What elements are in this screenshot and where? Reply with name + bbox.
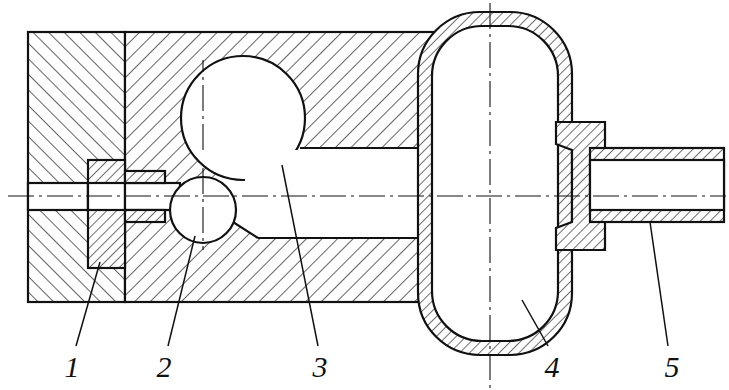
callout-number: 4 bbox=[545, 350, 560, 384]
callout-number: 1 bbox=[65, 350, 80, 384]
callout-number: 3 bbox=[313, 350, 328, 384]
seat-ring bbox=[125, 171, 165, 183]
leader-line bbox=[650, 222, 668, 346]
leader-line bbox=[282, 165, 318, 346]
filter-disc bbox=[88, 160, 125, 268]
callout-number: 2 bbox=[157, 350, 172, 384]
bulb-shell bbox=[418, 12, 572, 355]
leader-line bbox=[522, 300, 548, 346]
leader-line bbox=[168, 236, 195, 346]
outlet-tube bbox=[590, 148, 724, 222]
chamber-opening bbox=[245, 150, 305, 190]
end-cover bbox=[28, 32, 125, 302]
leader-line bbox=[76, 262, 100, 346]
seat-ring bbox=[125, 210, 165, 222]
bulb-cavity bbox=[432, 26, 558, 341]
axis-line bbox=[8, 195, 726, 196]
axis-line bbox=[202, 168, 203, 250]
channel-edge bbox=[258, 237, 440, 239]
tube-bore bbox=[590, 160, 724, 210]
callout-number: 5 bbox=[665, 350, 680, 384]
axis-line bbox=[489, 3, 490, 388]
axis-line bbox=[202, 60, 203, 150]
